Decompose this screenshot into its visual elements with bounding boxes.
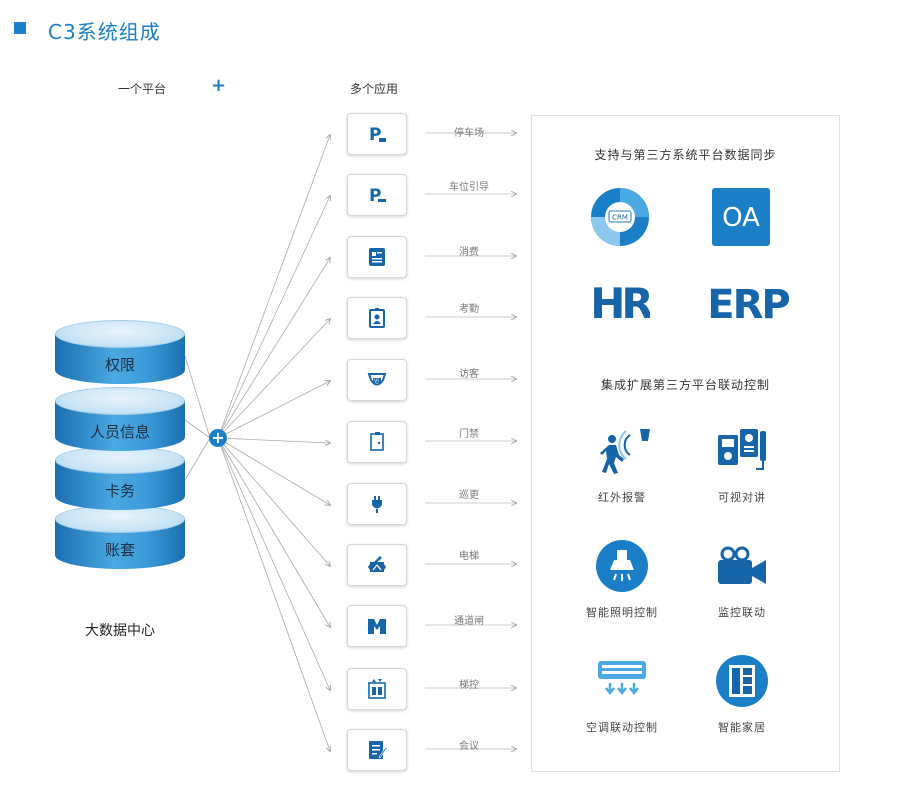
app-tile-meeting[interactable] bbox=[347, 729, 407, 771]
app-name: 门禁 bbox=[459, 429, 479, 440]
app-tile-visitor[interactable]: VI bbox=[347, 359, 407, 401]
app-name: 考勤 bbox=[459, 304, 479, 315]
fan-arrow bbox=[217, 437, 330, 627]
app-name: 消费 bbox=[459, 247, 479, 258]
svg-text:P: P bbox=[369, 186, 381, 206]
hub-plus-icon: + bbox=[209, 429, 227, 447]
camera-icon bbox=[718, 546, 766, 584]
app-name: 停车场 bbox=[454, 128, 484, 139]
fan-arrow bbox=[217, 437, 330, 566]
visitor-icon: VI bbox=[367, 373, 387, 386]
feature-label: 空调联动控制 bbox=[586, 721, 658, 734]
svg-text:VI: VI bbox=[374, 379, 379, 385]
feature-air-conditioner: 空调联动控制 bbox=[567, 651, 677, 735]
oa-label: OA bbox=[722, 203, 760, 233]
lighting-control-icon bbox=[596, 540, 648, 592]
gate-icon bbox=[368, 619, 386, 634]
fan-arrow bbox=[217, 196, 330, 439]
app-name: 通道闸 bbox=[454, 616, 484, 627]
air-conditioner-icon bbox=[598, 661, 646, 696]
sync-heading: 支持与第三方系统平台数据同步 bbox=[594, 148, 777, 162]
app-name: 会议 bbox=[459, 741, 479, 752]
attendance-icon bbox=[369, 308, 385, 328]
meeting-icon bbox=[369, 741, 388, 759]
oa-logo-icon: OA bbox=[712, 188, 770, 246]
fan-arrow bbox=[217, 437, 330, 443]
fan-arrow bbox=[217, 258, 330, 439]
app-tile-elevator[interactable] bbox=[347, 544, 407, 586]
crm-logo-icon: CRM bbox=[591, 188, 649, 246]
hr-label: HR bbox=[590, 279, 650, 326]
erp-label: ERP bbox=[707, 282, 789, 326]
app-tile-gate[interactable] bbox=[347, 605, 407, 647]
fan-arrow bbox=[217, 437, 330, 505]
fan-arrow bbox=[217, 135, 330, 439]
app-name: 车位引导 bbox=[449, 182, 489, 193]
plus-icon: + bbox=[211, 75, 227, 96]
db-layer-label: 卡务 bbox=[104, 482, 135, 500]
db-layer-permission: 权限 bbox=[55, 320, 185, 392]
app-name: 巡更 bbox=[459, 490, 479, 501]
db-layer-card: 卡务 bbox=[55, 446, 185, 518]
consumption-icon bbox=[369, 248, 385, 266]
erp-logo-icon: ERP bbox=[707, 282, 791, 326]
video-intercom-icon bbox=[718, 429, 766, 470]
db-link-line bbox=[184, 419, 211, 439]
app-tile-patrol[interactable] bbox=[347, 483, 407, 525]
fan-arrow bbox=[217, 437, 330, 751]
patrol-icon bbox=[372, 496, 382, 513]
feature-label: 可视对讲 bbox=[718, 491, 766, 504]
app-tile-attendance[interactable] bbox=[347, 297, 407, 339]
access-control-icon bbox=[370, 432, 384, 451]
app-tile-parking-guidance[interactable]: P bbox=[347, 174, 407, 216]
app-tile-parking[interactable]: P bbox=[347, 113, 407, 155]
elevator-icon bbox=[368, 556, 386, 572]
app-name: 访客 bbox=[459, 369, 479, 380]
elevator-control-icon bbox=[368, 679, 386, 699]
integration-heading: 集成扩展第三方平台联动控制 bbox=[600, 378, 770, 392]
feature-label: 智能家居 bbox=[718, 721, 766, 734]
app-name: 电梯 bbox=[459, 551, 479, 562]
db-layer-personnel: 人员信息 bbox=[55, 387, 185, 459]
fan-arrow bbox=[217, 437, 330, 690]
db-layer-label: 账套 bbox=[104, 541, 135, 559]
fan-arrow bbox=[217, 381, 330, 439]
feature-label: 监控联动 bbox=[718, 606, 766, 619]
parking-guidance-icon: P bbox=[369, 186, 386, 206]
app-tile-access-control[interactable] bbox=[347, 421, 407, 463]
db-layer-label: 权限 bbox=[104, 356, 135, 374]
feature-smart-home: 智能家居 bbox=[687, 651, 797, 735]
db-link-line bbox=[184, 355, 211, 439]
feature-label: 红外报警 bbox=[598, 491, 646, 504]
app-tile-consumption[interactable] bbox=[347, 236, 407, 278]
hr-logo-icon: HR bbox=[590, 279, 650, 326]
crm-label: CRM bbox=[612, 214, 628, 222]
feature-camera-linkage: 监控联动 bbox=[687, 536, 797, 620]
title-marker bbox=[14, 22, 26, 34]
fan-arrow bbox=[217, 319, 330, 439]
page-title: C3系统组成 bbox=[48, 20, 161, 44]
db-layer-label: 人员信息 bbox=[89, 423, 150, 441]
feature-lighting-control: 智能照明控制 bbox=[567, 536, 677, 620]
feature-infrared-alarm: 红外报警 bbox=[567, 421, 677, 505]
platform-label: 一个平台 bbox=[118, 82, 167, 96]
app-tile-elevator-control[interactable] bbox=[347, 668, 407, 710]
apps-label: 多个应用 bbox=[350, 82, 399, 96]
smart-home-icon bbox=[716, 655, 768, 707]
parking-icon: P bbox=[367, 124, 387, 145]
integration-panel: 支持与第三方系统平台数据同步 CRM OA HR ERP 集成扩展第三方平台联动… bbox=[531, 115, 840, 772]
svg-text:P: P bbox=[369, 125, 381, 145]
feature-video-intercom: 可视对讲 bbox=[687, 421, 797, 505]
feature-label: 智能照明控制 bbox=[586, 606, 658, 619]
app-name: 梯控 bbox=[459, 680, 479, 691]
database-caption: 大数据中心 bbox=[85, 623, 155, 639]
infrared-alarm-icon bbox=[600, 429, 650, 474]
db-link-line bbox=[184, 437, 211, 481]
